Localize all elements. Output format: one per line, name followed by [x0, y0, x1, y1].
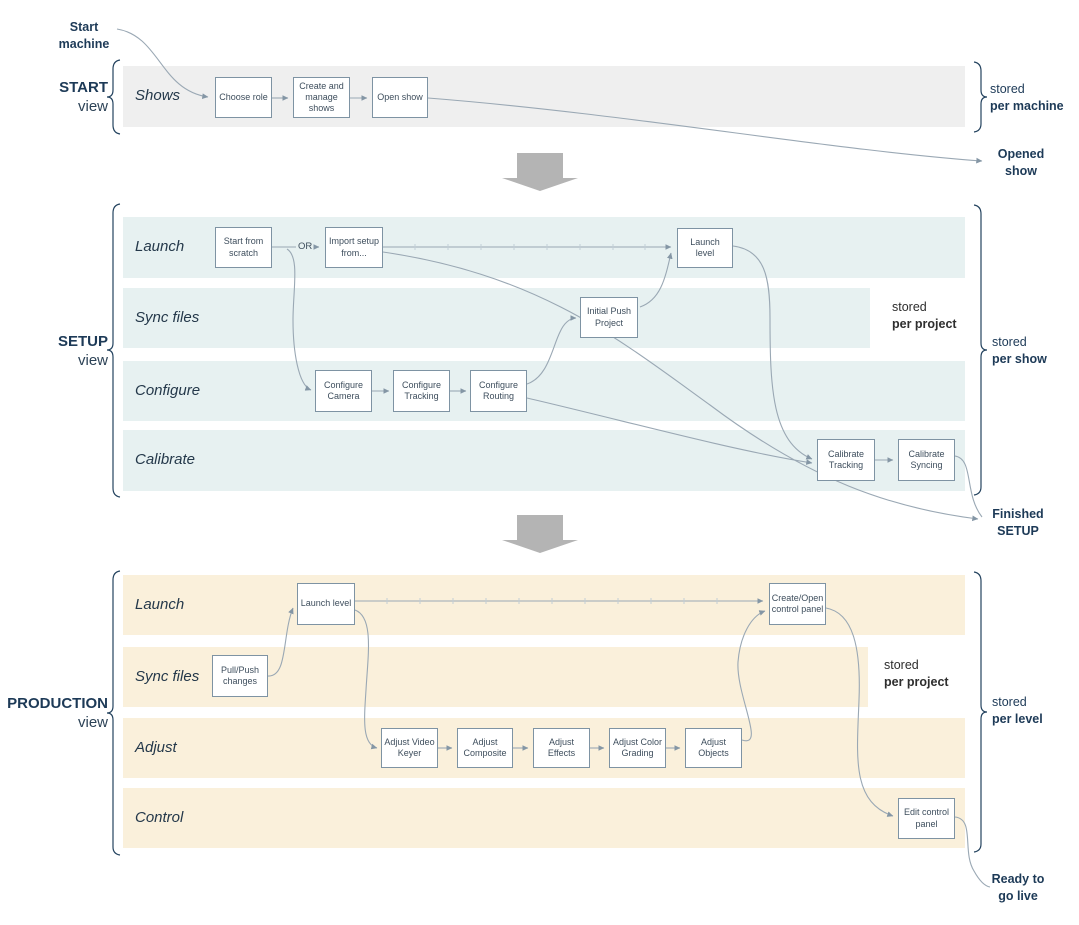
brace-setup-left [106, 203, 121, 498]
stored-per-show: stored per show [992, 334, 1047, 368]
section-title-production-view: view [77, 713, 108, 731]
stored-prod-per-project-line2: per project [884, 674, 949, 689]
stored-per-show-line2: per show [992, 351, 1047, 366]
stored-per-level-line1: stored [992, 695, 1027, 709]
node-adjust-video-keyer: Adjust Video Keyer [381, 728, 438, 768]
stored-per-machine-line2: per machine [990, 98, 1064, 113]
brace-production-right [973, 571, 988, 853]
annotation-ready-to-go-live: Ready to go live [991, 872, 1045, 903]
or-label: OR [298, 241, 313, 252]
lane-prod-control [123, 788, 965, 848]
lane-label-setup-sync-files: Sync files [135, 309, 200, 326]
section-title-setup-view: view [77, 351, 108, 369]
node-edit-control-panel: Edit control panel [898, 798, 955, 839]
stored-prod-per-project: stored per project [884, 657, 949, 691]
stored-per-show-line1: stored [992, 335, 1027, 349]
node-configure-camera: Configure Camera [315, 370, 372, 412]
lane-label-prod-control: Control [135, 809, 184, 826]
lane-prod-launch [123, 575, 965, 635]
node-choose-role: Choose role [215, 77, 272, 118]
node-configure-tracking: Configure Tracking [393, 370, 450, 412]
lane-label-prod-adjust: Adjust [135, 739, 177, 756]
section-title-start-label: START [59, 79, 108, 96]
node-calibrate-tracking: Calibrate Tracking [817, 439, 875, 481]
node-prod-launch-level: Launch level [297, 583, 355, 625]
node-pull-push-changes: Pull/Push changes [212, 655, 268, 697]
lane-label-setup-configure: Configure [135, 382, 201, 399]
node-adjust-color-grading: Adjust Color Grading [609, 728, 666, 768]
node-create-manage-shows: Create and manage shows [293, 77, 350, 118]
node-initial-push-project: Initial Push Project [580, 297, 638, 338]
lane-setup-sync-files [123, 288, 870, 348]
node-adjust-effects: Adjust Effects [533, 728, 590, 768]
section-flow-arrow-1 [502, 153, 578, 191]
node-adjust-objects: Adjust Objects [685, 728, 742, 768]
section-title-start: START view [18, 79, 108, 117]
node-open-show: Open show [372, 77, 428, 118]
lane-label-setup-calibrate: Calibrate [135, 451, 196, 468]
section-flow-arrow-2 [502, 515, 578, 553]
stored-setup-per-project-line2: per project [892, 316, 957, 331]
stored-prod-per-project-line1: stored [884, 658, 919, 672]
lane-label-setup-launch: Launch [135, 238, 185, 255]
section-title-setup: SETUP view [18, 333, 108, 371]
section-title-production: PRODUCTION view [6, 695, 108, 733]
annotation-opened-show: Opened show [997, 147, 1045, 178]
node-setup-launch-level: Launch level [677, 228, 733, 268]
brace-start-left [106, 59, 121, 135]
brace-production-left [106, 570, 121, 856]
section-title-production-label: PRODUCTION [7, 695, 108, 712]
annotation-start-machine: Start machine [58, 20, 110, 51]
node-adjust-composite: Adjust Composite [457, 728, 513, 768]
stored-per-level-line2: per level [992, 711, 1043, 726]
node-import-setup: Import setup from... [325, 227, 383, 268]
lane-setup-configure [123, 361, 965, 421]
stored-per-machine: stored per machine [990, 81, 1064, 115]
lane-label-prod-launch: Launch [135, 596, 185, 613]
node-calibrate-syncing: Calibrate Syncing [898, 439, 955, 481]
lane-label-prod-sync-files: Sync files [135, 668, 200, 685]
brace-start-right [973, 61, 988, 133]
node-configure-routing: Configure Routing [470, 370, 527, 412]
section-title-setup-label: SETUP [57, 333, 108, 350]
node-create-open-control-panel: Create/Open control panel [769, 583, 826, 625]
annotation-finished-setup: Finished SETUP [992, 507, 1044, 538]
stored-per-machine-line1: stored [990, 82, 1025, 96]
stored-setup-per-project: stored per project [892, 299, 957, 333]
brace-setup-right [973, 204, 988, 496]
section-title-start-view: view [77, 97, 108, 115]
stored-per-level: stored per level [992, 694, 1043, 728]
lane-label-shows: Shows [135, 87, 181, 104]
stored-setup-per-project-line1: stored [892, 300, 927, 314]
node-start-from-scratch: Start from scratch [215, 227, 272, 268]
wire-create-open-to-edit-panel [825, 607, 894, 817]
